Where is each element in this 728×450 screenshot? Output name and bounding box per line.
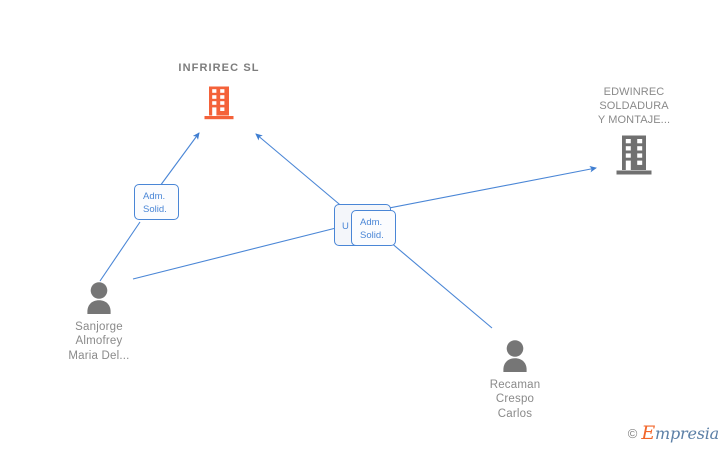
node-related-company[interactable]: EDWINREC SOLDADURA Y MONTAJE... xyxy=(559,86,709,175)
edge-role-left-to-main-company xyxy=(159,132,200,187)
edge-person-left-to-role-center xyxy=(132,227,337,280)
person-icon xyxy=(87,282,111,314)
brand-rest: mpresia xyxy=(655,424,719,443)
main-company-label: INFRIREC SL xyxy=(178,62,260,74)
building-icon xyxy=(204,86,234,119)
edge-person-left-to-role-left xyxy=(99,221,141,282)
brand-initial: E xyxy=(641,422,655,444)
node-person-left[interactable]: Sanjorge Almofrey Maria Del... xyxy=(24,281,174,363)
empresia-watermark: © Empresia xyxy=(628,424,719,443)
building-icon xyxy=(616,135,652,175)
role-badge-adm-solid-center[interactable]: Adm. Solid. xyxy=(351,210,396,246)
node-person-right[interactable]: Recaman Crespo Carlos xyxy=(440,339,590,421)
person-icon xyxy=(503,340,527,372)
related-company-label: EDWINREC SOLDADURA Y MONTAJE... xyxy=(597,86,671,126)
edge-person-right-to-role-center xyxy=(382,235,493,329)
copyright-icon: © xyxy=(627,426,638,441)
role-badge-adm-solid-left[interactable]: Adm. Solid. xyxy=(134,184,179,220)
brand-wordmark: Empresia xyxy=(641,424,719,443)
node-main-company[interactable]: INFRIREC SL xyxy=(144,62,294,120)
person-right-label: Recaman Crespo Carlos xyxy=(489,379,541,420)
person-left-label: Sanjorge Almofrey Maria Del... xyxy=(68,321,130,362)
edge-role-center-to-main-company xyxy=(255,133,346,210)
